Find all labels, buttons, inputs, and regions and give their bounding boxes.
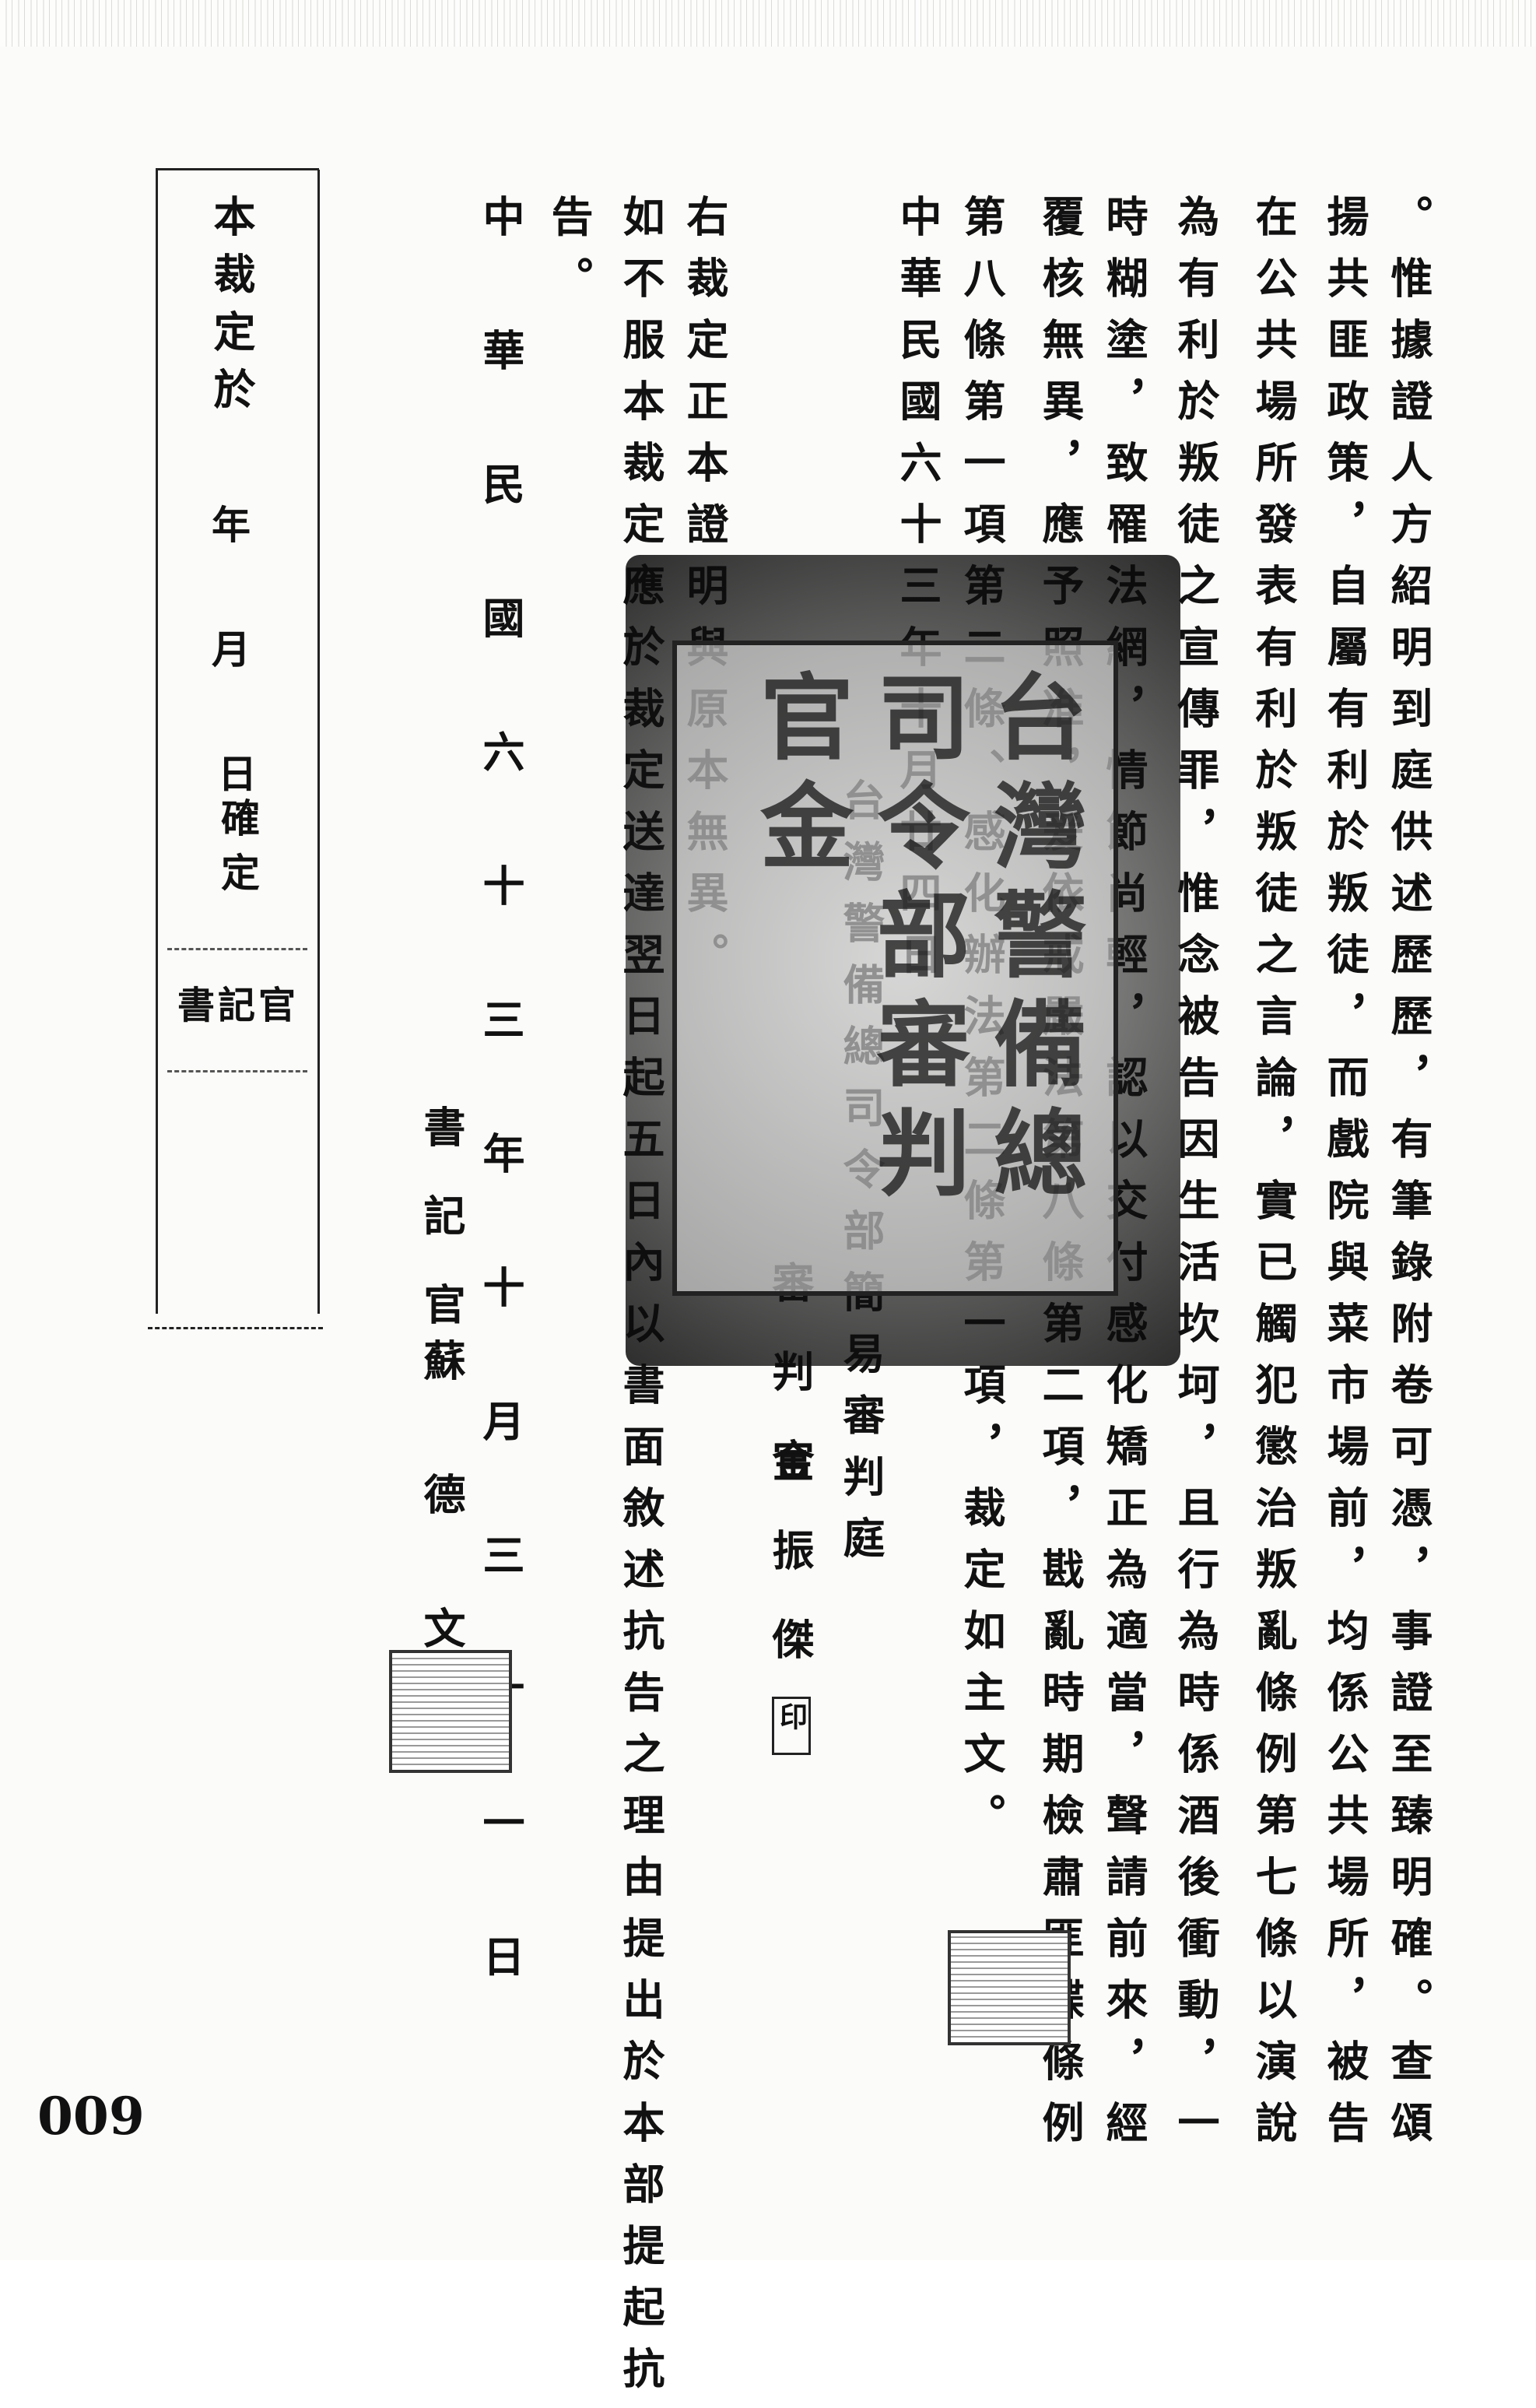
- finality-year: 年: [212, 502, 251, 548]
- finality-clerk-label: 書記官: [177, 984, 300, 1027]
- text-column-2: 揚共匪政策，自屬有利於叛徒，而戲院與菜市場前，均係公共場所，被告: [1320, 195, 1369, 2162]
- finality-text-1: 本裁定於: [206, 195, 256, 425]
- finality-day: 日: [218, 751, 257, 797]
- box-divider: [167, 1070, 307, 1072]
- box-divider: [167, 948, 307, 950]
- text-column-1: 。惟據證人方紹明到庭供述歷歷，有筆錄附卷可憑，事證至臻明確。查頌: [1383, 195, 1433, 2162]
- court-seal: [948, 1930, 1071, 2045]
- issue-date: 中華民國六十三年十月三十一日: [475, 195, 525, 2069]
- certification-line-3: 告。: [544, 195, 594, 318]
- text-column-4: 為有利於叛徒之宣傳罪，惟念被告因生活坎坷，且行為時係酒後衝動，一: [1170, 195, 1220, 2162]
- stamp-frame: 台灣警備總司令部審判官金: [672, 641, 1118, 1296]
- finality-month: 月: [212, 627, 251, 672]
- box-top-border: [156, 168, 319, 170]
- judge-name: 金振傑: [765, 1440, 815, 1706]
- stamp-lettering: 台灣警備總司令部審判官金: [744, 669, 1087, 1213]
- scan-noise: [0, 0, 1536, 47]
- page-number: 009: [37, 2086, 145, 2146]
- finality-box: [156, 170, 320, 1314]
- box-bottom-border: [148, 1327, 323, 1329]
- judge-seal: 印: [772, 1697, 811, 1755]
- official-stamp: 台灣警備總司令部審判官金: [626, 555, 1180, 1366]
- finality-confirmed: 確定: [215, 798, 261, 907]
- clerk-seal: [389, 1650, 512, 1773]
- clerk-title: 書記官: [416, 1105, 466, 1371]
- text-column-3: 在公共場所發表有利於叛徒之言論，實已觸犯懲治叛亂條例第七條以演說: [1248, 195, 1298, 2162]
